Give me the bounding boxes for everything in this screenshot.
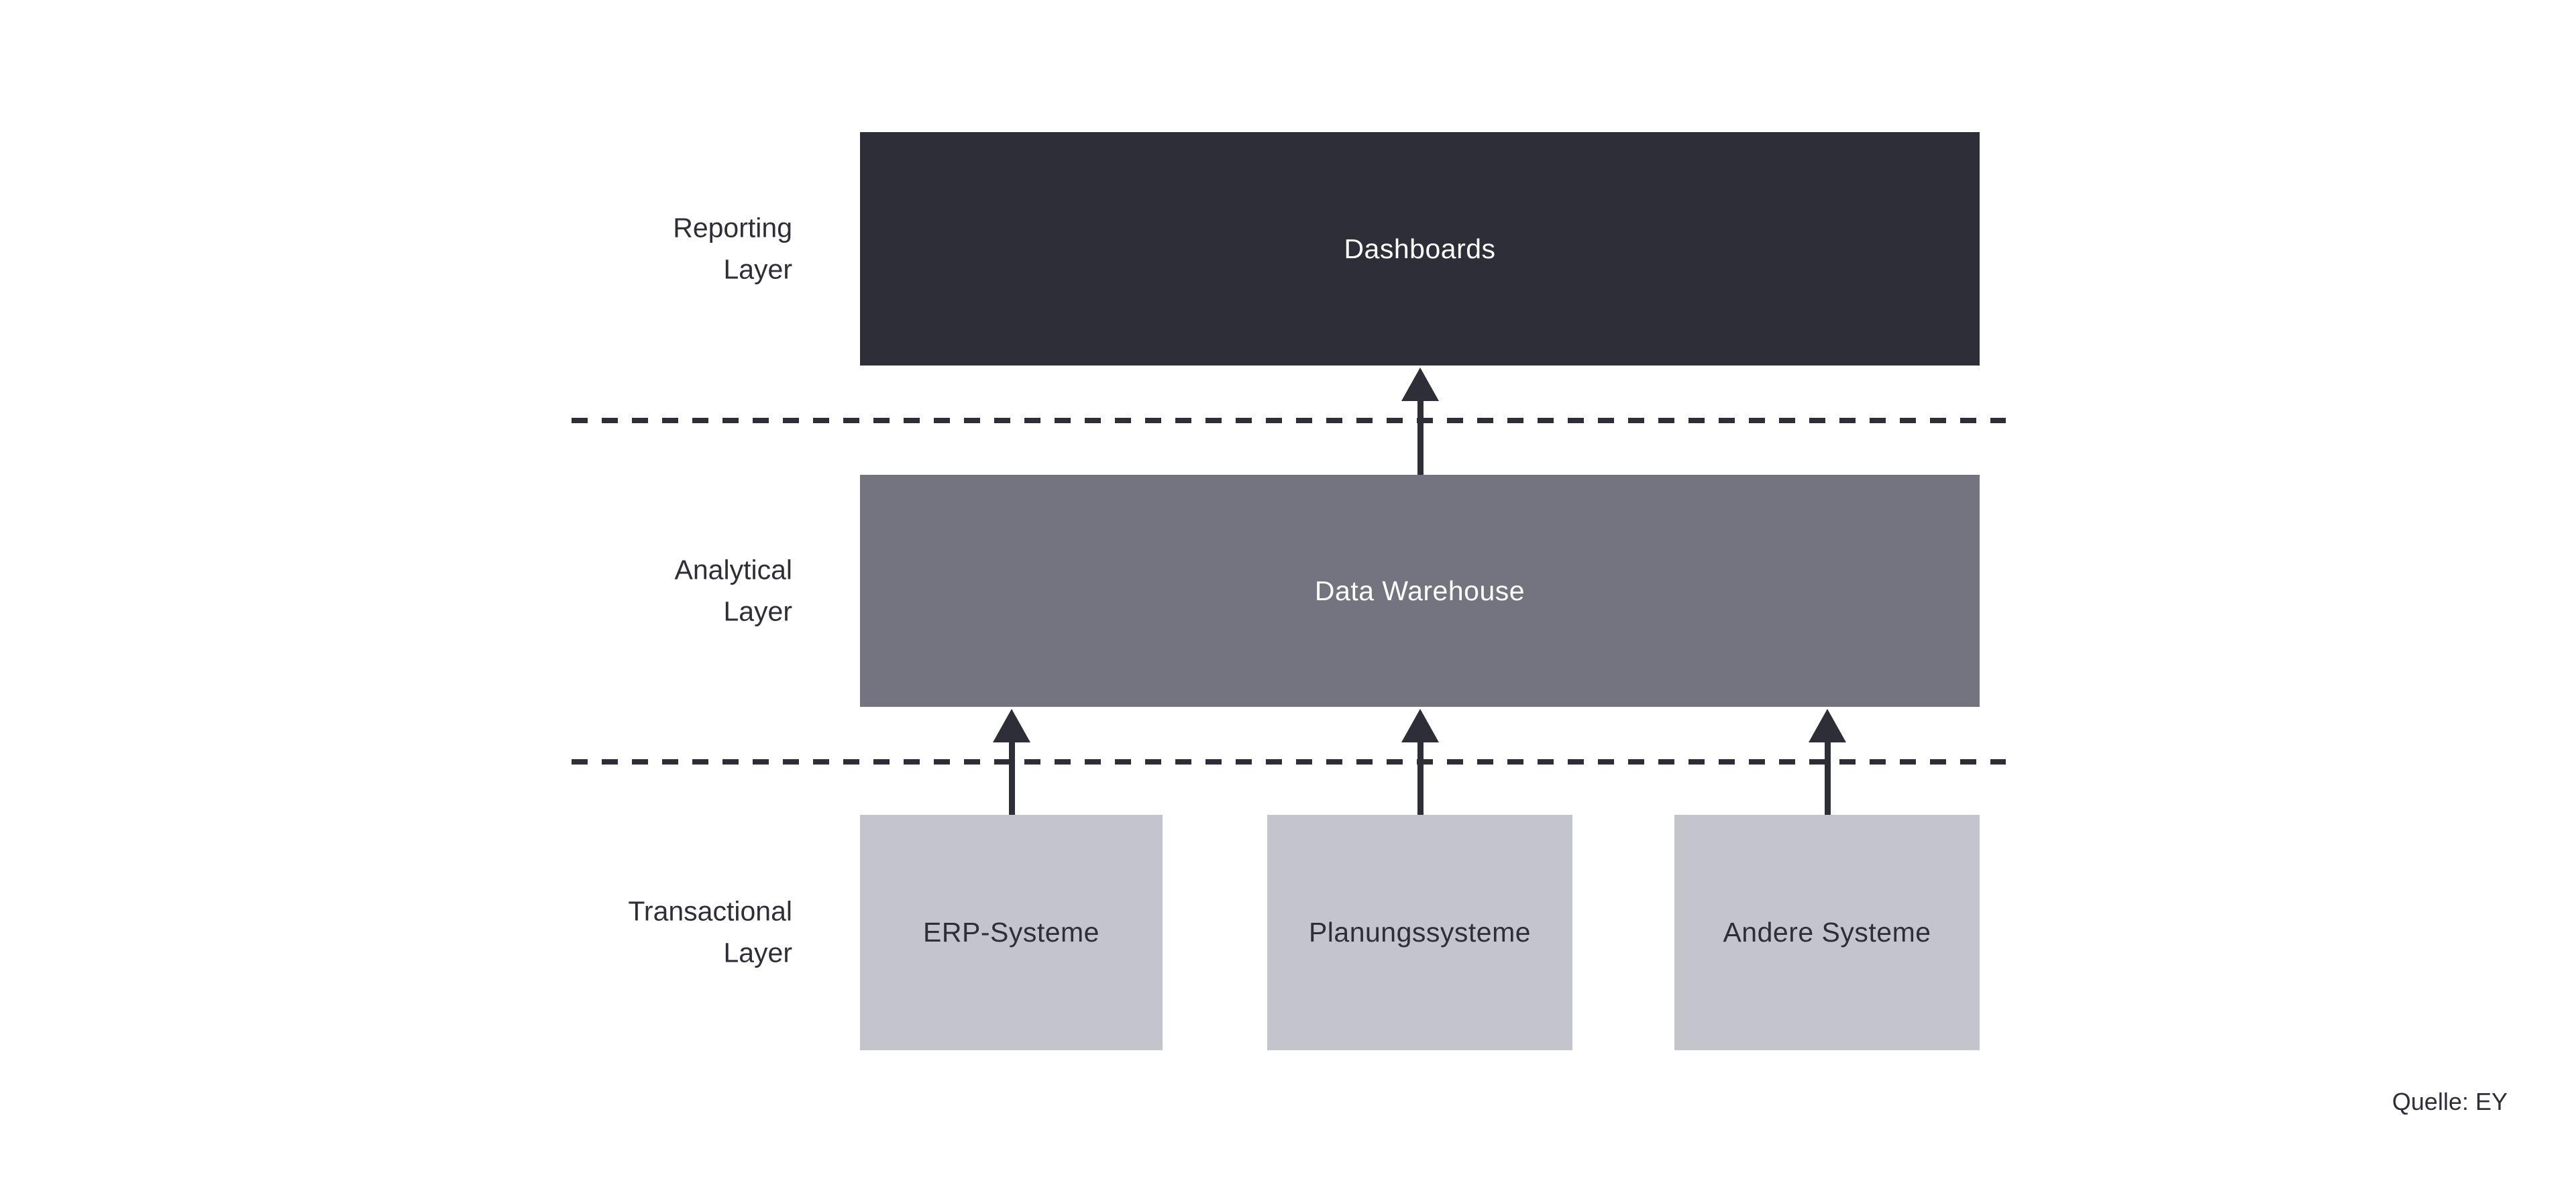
arrow-stem [1417,740,1424,815]
other-systems-box: Andere Systeme [1674,815,1980,1050]
transactional-layer-label: Transactional Layer [628,895,792,968]
dashboards-box: Dashboards [860,132,1980,365]
arrow-stem [1825,740,1831,815]
arrow-stem [1009,740,1015,815]
layer-divider-reporting-analytical [572,418,2006,423]
source-note: Quelle: EY [2392,1088,2508,1115]
arrow-head-icon [1809,709,1846,742]
arrow-head-icon [1401,368,1439,401]
erp-systems-box: ERP-Systeme [860,815,1163,1050]
data-warehouse-box: Data Warehouse [860,475,1980,707]
layer-divider-analytical-transactional [572,759,2006,765]
planning-systems-box: Planungssysteme [1267,815,1572,1050]
reporting-layer-label: Reporting Layer [673,212,792,285]
arrow-head-icon [993,709,1030,742]
arrow-head-icon [1401,709,1439,742]
arrow-stem [1417,398,1424,475]
analytical-layer-label: Analytical Layer [674,554,792,627]
